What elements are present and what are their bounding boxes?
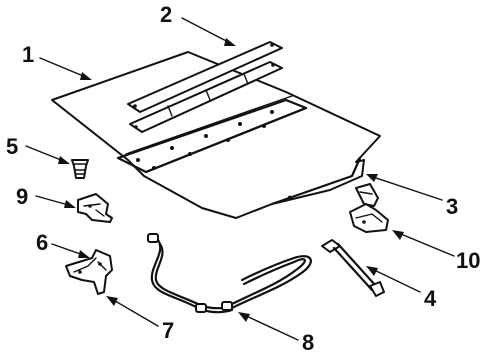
leader-6	[51, 243, 90, 258]
hood-bumper	[71, 159, 89, 179]
leader-10	[392, 230, 455, 257]
leader-7	[106, 296, 159, 327]
callout-7: 7	[162, 318, 174, 343]
leader-1	[39, 57, 92, 80]
leader-3	[366, 174, 443, 201]
hinge-lower	[349, 203, 389, 233]
callout-2: 2	[160, 2, 172, 27]
release-cable	[147, 233, 312, 314]
callout-6: 6	[36, 230, 48, 255]
leader-4	[366, 266, 421, 293]
leader-5	[25, 145, 70, 164]
hinge-upper	[355, 183, 379, 207]
callout-3: 3	[446, 194, 458, 219]
hood-seal-strips	[127, 41, 283, 133]
hood-latch	[77, 193, 113, 223]
callout-1: 1	[22, 42, 34, 67]
callout-10: 10	[456, 248, 480, 273]
callout-5: 5	[6, 134, 18, 159]
leader-8	[238, 312, 299, 341]
hood-panel	[51, 51, 381, 219]
hood-prop-rod	[321, 239, 385, 297]
callout-8: 8	[302, 330, 314, 355]
leader-9	[35, 195, 76, 208]
hood-hinge	[65, 249, 113, 295]
leader-arrows	[25, 17, 455, 341]
leader-2	[181, 17, 236, 46]
callout-labels: 1 2 3 4 5 6 7 8 9 10	[6, 2, 480, 355]
callout-9: 9	[16, 184, 28, 209]
callout-4: 4	[424, 286, 437, 311]
